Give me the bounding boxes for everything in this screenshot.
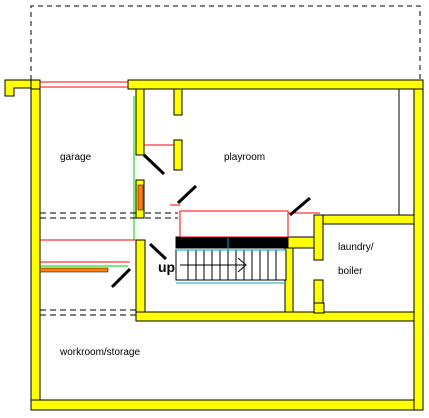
exterior-walls <box>4 79 424 411</box>
upper-floor-outline <box>30 5 421 80</box>
green-lines <box>40 96 135 267</box>
orange-features <box>39 184 144 273</box>
room-label-laundry: laundry/ <box>338 242 374 253</box>
dashed-beams <box>40 212 178 316</box>
room-label-workroom: workroom/storage <box>59 347 140 358</box>
interior-walls <box>135 88 415 322</box>
room-label-playroom: playroom <box>224 152 265 163</box>
door-swings <box>110 153 311 289</box>
stair-cyan-lines <box>176 238 286 284</box>
garage-door <box>40 81 128 88</box>
stairs-up-label: up <box>158 259 175 275</box>
stairs <box>175 249 287 281</box>
room-label-boiler: boiler <box>338 266 363 277</box>
room-label-garage: garage <box>60 152 92 163</box>
